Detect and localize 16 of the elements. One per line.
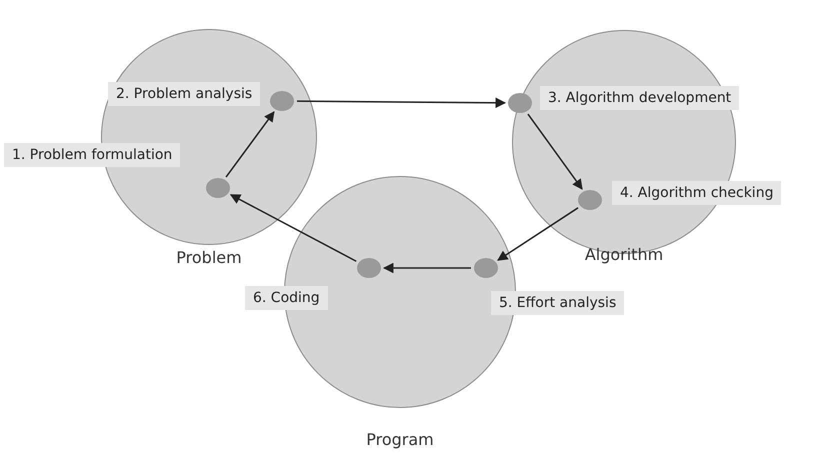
arrow xyxy=(497,207,578,261)
circle-title: Problem xyxy=(176,248,242,267)
step-label: 2. Problem analysis xyxy=(108,82,260,106)
circle-title: Program xyxy=(366,430,434,449)
step-label: 4. Algorithm checking xyxy=(612,181,782,205)
arrow xyxy=(527,114,583,190)
dot-marker xyxy=(508,93,532,113)
arrow xyxy=(297,98,506,108)
arrow xyxy=(225,111,275,178)
circle-title: Algorithm xyxy=(584,245,664,264)
step-label: 6. Coding xyxy=(245,286,328,310)
step-label: 1. Problem formulation xyxy=(4,143,180,167)
arrow xyxy=(230,194,357,262)
step-label: 5. Effort analysis xyxy=(491,291,624,315)
arrow xyxy=(382,262,471,274)
step-label: 3. Algorithm development xyxy=(540,86,740,110)
